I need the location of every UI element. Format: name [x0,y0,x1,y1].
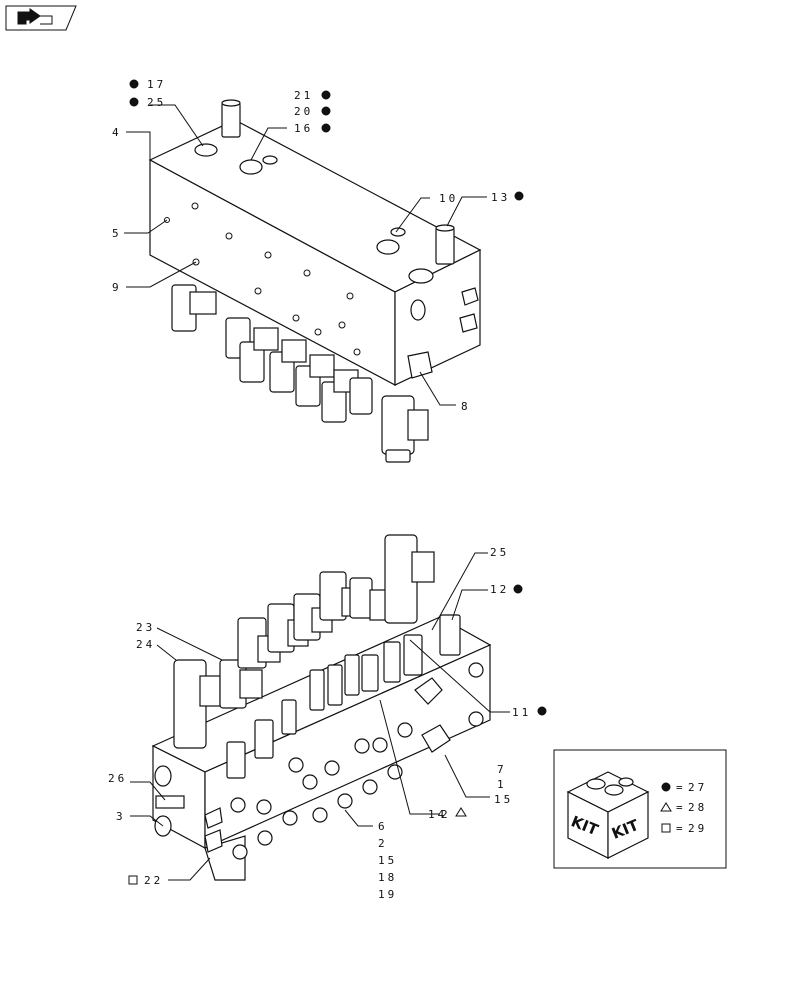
label-15: 15 [378,854,397,867]
label-2: 2 [378,837,388,850]
legend-value-28: 28 [688,801,707,814]
label-25: 25 [147,96,166,109]
kit-box-icon: KIT KIT [566,771,650,859]
filled-circle-icon [129,97,139,107]
triangle-icon [660,802,672,812]
label-9: 9 [112,281,122,294]
square-icon [661,823,671,833]
triangle-icon [455,807,467,817]
label-4: 4 [112,126,122,139]
back-arrow-button[interactable] [5,5,77,31]
label-14: 14 [428,808,447,821]
bottom-callouts: 25 12 23 24 11 7 1 15 26 3 14 2 22 6 2 1… [108,546,547,901]
label-2: 2 [441,808,451,821]
filled-circle-icon [537,706,547,716]
label-19: 19 [378,888,397,901]
label-10: 10 [439,192,458,205]
filled-circle-icon [321,123,331,133]
filled-circle-icon [513,584,523,594]
label-20: 20 [294,105,313,118]
square-icon [128,875,138,885]
side-fittings [230,662,484,860]
filled-circle-icon [514,191,524,201]
label-17: 17 [147,78,166,91]
top-solenoid-row [171,284,429,463]
label-25: 25 [490,546,509,559]
legend-value-29: 29 [688,822,707,835]
bottom-leader-lines [130,552,510,881]
filled-circle-icon [661,782,671,792]
label-11: 11 [512,706,531,719]
back-arrow-icon [17,8,53,25]
bottom-cartridges [226,614,461,779]
filled-circle-icon [321,106,331,116]
legend-eq-3: = [676,822,686,835]
label-22: 22 [144,874,163,887]
top-valve-assembly [148,99,482,463]
filled-circle-icon [321,90,331,100]
label-13: 13 [491,191,510,204]
label-1: 1 [497,778,507,791]
label-15: 15 [494,793,513,806]
label-26: 26 [108,772,127,785]
top-leader-lines [124,104,487,406]
label-8: 8 [461,400,471,413]
label-18: 18 [378,871,397,884]
label-16: 16 [294,122,313,135]
label-3: 3 [116,810,126,823]
filled-circle-icon [129,79,139,89]
legend-value-27: 27 [688,781,707,794]
label-7: 7 [497,763,507,776]
legend-eq-2: = [676,801,686,814]
label-21: 21 [294,89,313,102]
bottom-solenoids [173,534,435,749]
label-23: 23 [136,621,155,634]
top-callouts: 17 25 4 5 9 21 20 16 10 13 8 [112,78,524,413]
legend-eq-1: = [676,781,686,794]
label-24: 24 [136,638,155,651]
kit-legend-box: KIT KIT = 27 = 28 = 29 [553,749,727,869]
label-6: 6 [378,820,388,833]
label-5: 5 [112,227,122,240]
label-12: 12 [490,583,509,596]
bottom-valve-assembly [151,534,492,881]
